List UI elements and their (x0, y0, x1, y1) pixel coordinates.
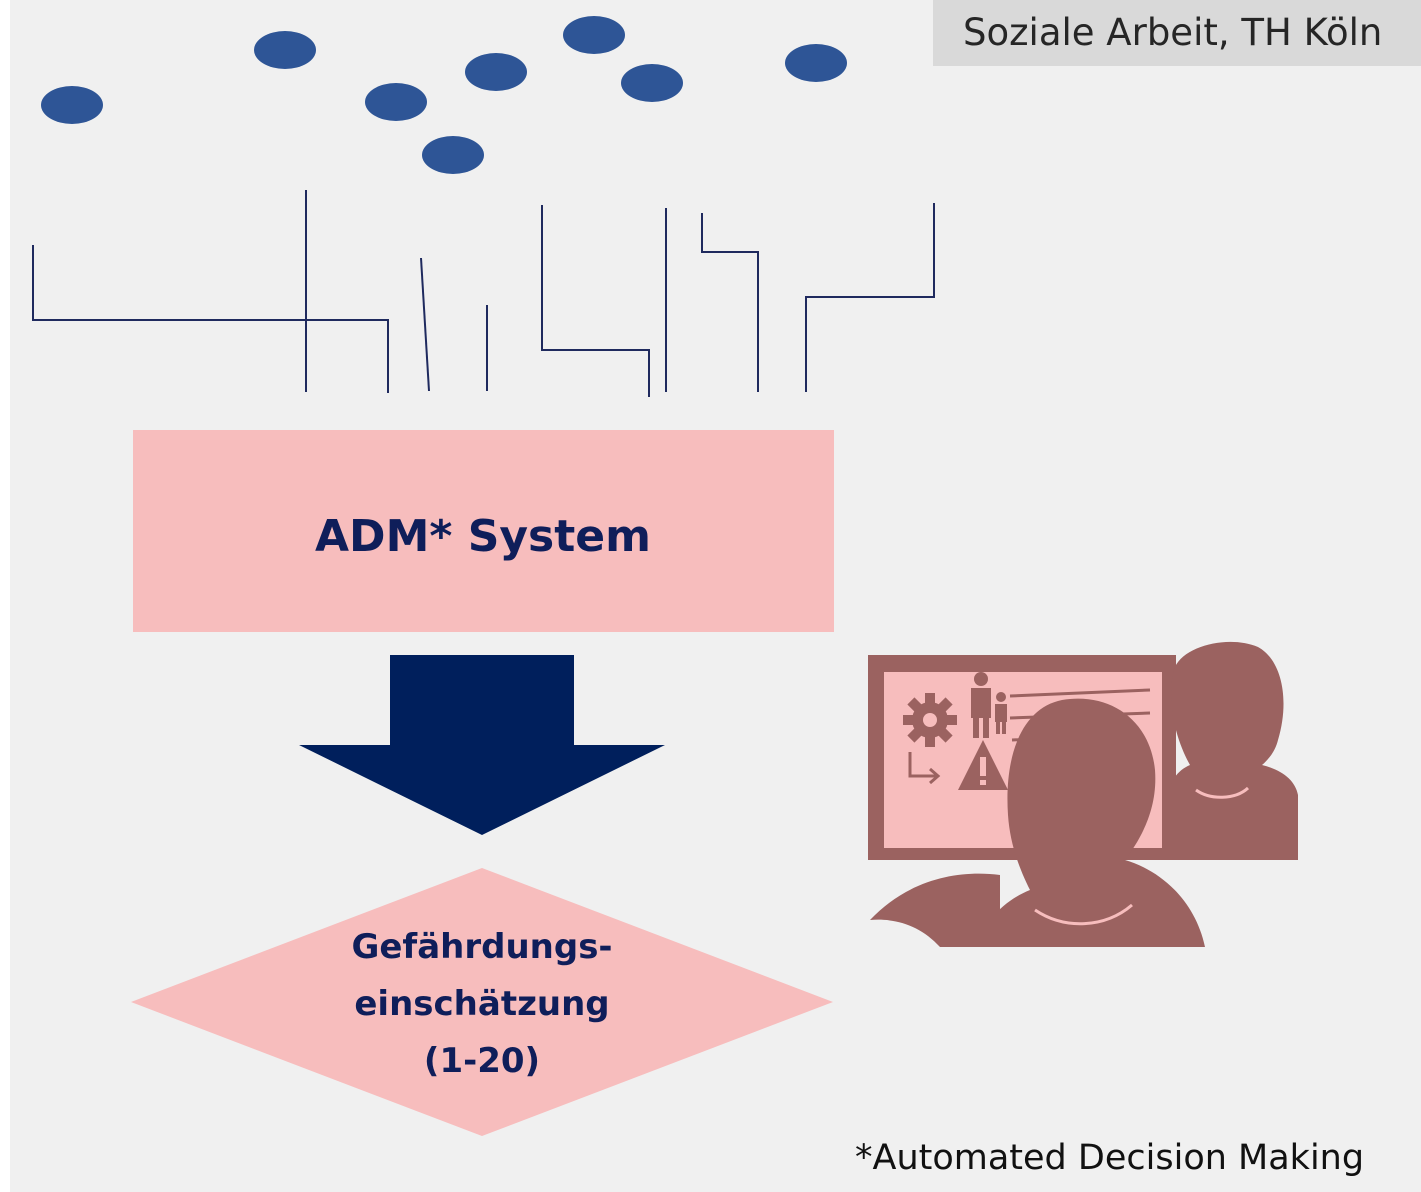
connector-line (32, 245, 389, 393)
caseworker-at-screen-illustration (868, 641, 1298, 947)
second-person-silhouette (1168, 641, 1298, 860)
adult-head (974, 672, 988, 686)
gear-hole (923, 713, 937, 727)
adm-system-box (133, 430, 834, 632)
left-shoulder-silhouette (870, 873, 1000, 947)
first-person-silhouette (975, 698, 1205, 947)
warning-exclamation-dot (980, 780, 986, 785)
warning-exclamation (980, 757, 986, 776)
data-dot-icon (621, 64, 683, 102)
child-head (996, 692, 1006, 702)
data-dot-icon (41, 86, 103, 124)
data-dot-icon (563, 16, 625, 54)
turn-arrow-icon (908, 752, 941, 785)
child-leg (996, 720, 1000, 734)
first-person-collar (1034, 903, 1133, 926)
data-dot-icon (365, 83, 427, 121)
down-arrow-icon (299, 655, 665, 835)
child-body (995, 704, 1007, 722)
connector-line (420, 257, 430, 392)
footnote: *Automated Decision Making (855, 1138, 1365, 1178)
data-dot-icon (422, 136, 484, 174)
connector-line (541, 205, 650, 397)
child-leg (1002, 720, 1006, 734)
connector-line (701, 213, 759, 392)
diamond-label-line-2: einschätzung (354, 984, 609, 1024)
connector-lines (32, 190, 935, 397)
gear-icon (903, 693, 957, 747)
diamond-label-line-1: Gefährdungs- (351, 927, 612, 967)
parent-child-icon (971, 672, 1007, 738)
adm-system-label: ADM* System (315, 511, 651, 562)
connector-line (805, 203, 935, 392)
data-dot-icon (254, 31, 316, 69)
adult-leg (983, 716, 989, 738)
adult-leg (973, 716, 979, 738)
data-dot-icon (465, 53, 527, 91)
diamond-label-line-3: (1-20) (424, 1041, 540, 1081)
risk-assessment-diamond (131, 868, 833, 1136)
data-dot-icon (785, 44, 847, 82)
screen-line (1009, 688, 1151, 698)
second-person-collar (1195, 786, 1250, 799)
header-label: Soziale Arbeit, TH Köln (933, 0, 1421, 66)
data-points-group (41, 16, 847, 174)
adult-body (971, 688, 991, 718)
